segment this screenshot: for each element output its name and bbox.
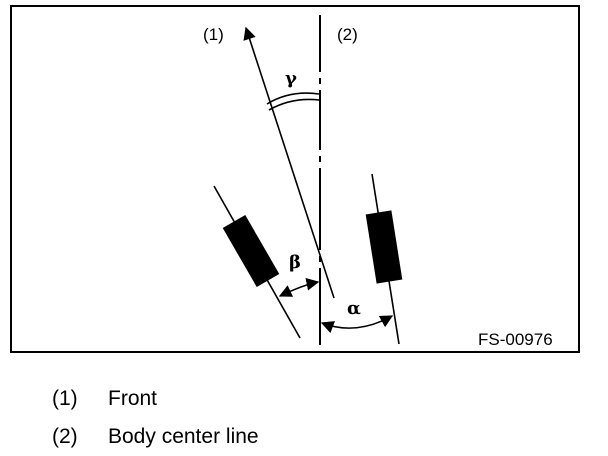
legend-text: Front: [108, 387, 158, 410]
legend: (1) Front (2) Body center line: [52, 380, 259, 456]
right-wheel: [365, 210, 403, 284]
alpha-angle-arc: [320, 315, 394, 334]
legend-item-front: (1) Front: [52, 380, 259, 418]
legend-item-body-center-line: (2) Body center line: [52, 418, 259, 456]
angle-gamma-label: γ: [285, 68, 297, 89]
left-wheel: [222, 215, 280, 287]
legend-number: (1): [52, 387, 78, 410]
legend-text: Body center line: [108, 425, 259, 448]
gamma-angle-arc: [266, 92, 320, 111]
angle-alpha-label: α: [347, 298, 361, 319]
front-direction-arrow: [243, 26, 335, 299]
angle-beta-label: β: [289, 252, 301, 273]
beta-angle-arc: [278, 277, 320, 297]
label-front-number: (1): [203, 25, 224, 44]
figure-code: FS-00976: [478, 330, 553, 349]
label-center-line-number: (2): [337, 25, 358, 44]
legend-number: (2): [52, 425, 78, 448]
